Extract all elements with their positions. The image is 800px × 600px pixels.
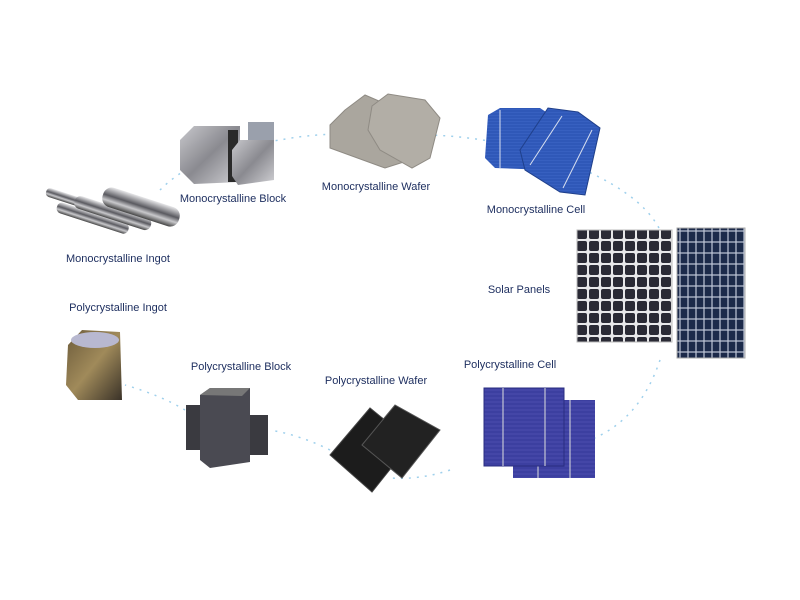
monocrystalline-cell-image: [485, 107, 601, 196]
polycrystalline-ingot-image: [66, 330, 122, 400]
label-polycrystalline-block: Polycrystalline Block: [190, 361, 292, 373]
label-solar-panels: Solar Panels: [487, 284, 551, 296]
solar-panels-image: [576, 227, 746, 359]
label-polycrystalline-wafer: Polycrystalline Wafer: [324, 375, 428, 387]
polycrystalline-block-image: [186, 388, 268, 468]
monocrystalline-wafer-image: [329, 93, 441, 169]
monocrystalline-block-image: [180, 122, 274, 185]
label-polycrystalline-cell: Polycrystalline Cell: [463, 359, 557, 371]
polycrystalline-cell-image: [483, 387, 595, 478]
label-monocrystalline-wafer: Monocrystalline Wafer: [321, 181, 431, 193]
monocrystalline-ingot-image: [45, 187, 180, 234]
label-polycrystalline-ingot: Polycrystalline Ingot: [69, 302, 167, 314]
label-monocrystalline-cell: Monocrystalline Cell: [486, 204, 586, 216]
polycrystalline-wafer-image: [329, 404, 441, 493]
label-monocrystalline-block: Monocrystalline Block: [179, 193, 287, 205]
label-monocrystalline-ingot: Monocrystalline Ingot: [66, 253, 170, 265]
